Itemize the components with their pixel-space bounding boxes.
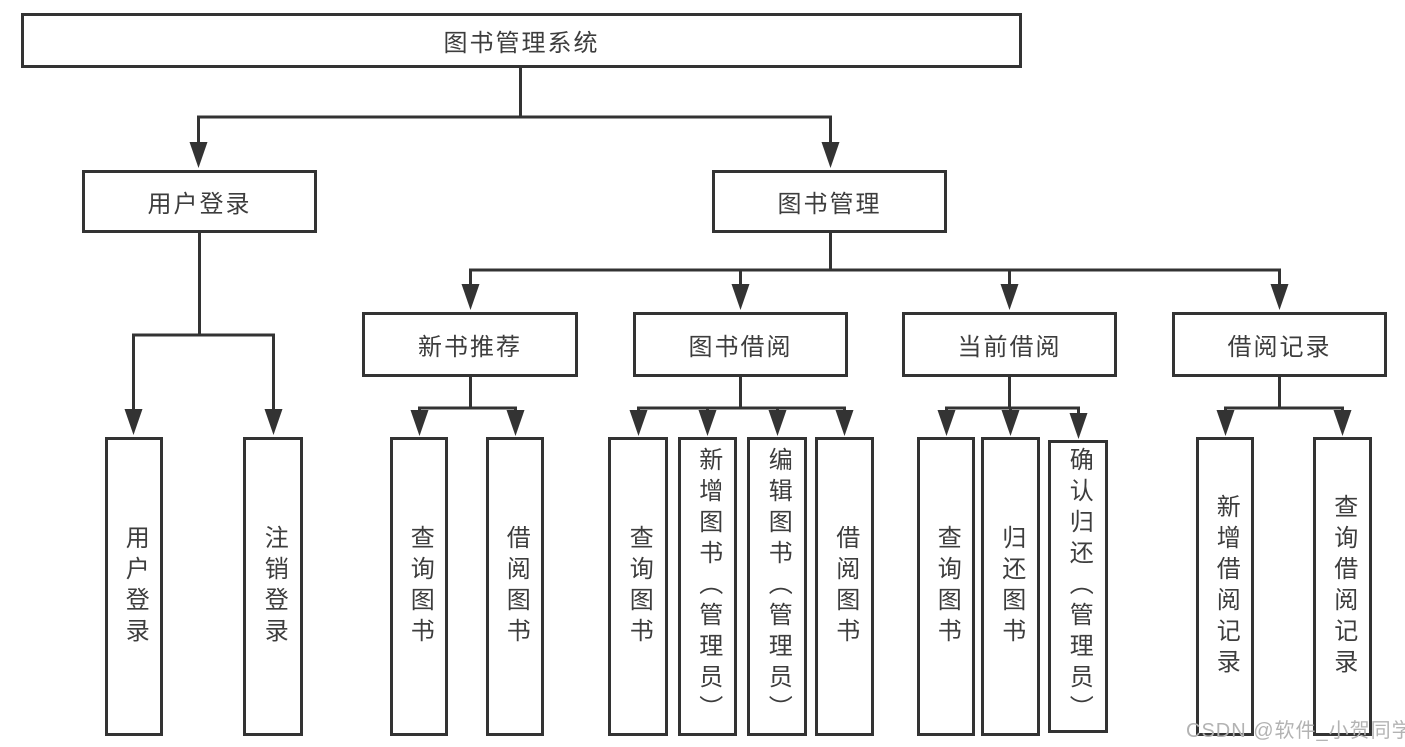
node-label: 新书推荐 bbox=[418, 334, 522, 361]
csdn-watermark: CSDN @软件_小贺同学 bbox=[1186, 720, 1405, 742]
node-label: 借阅图书 bbox=[502, 524, 530, 649]
node-current-borrowing: 当前借阅 bbox=[902, 312, 1117, 377]
leaf-query-books-recommend: 查询图书 bbox=[390, 437, 448, 736]
node-borrowing-records: 借阅记录 bbox=[1172, 312, 1387, 377]
node-label: 图书管理系统 bbox=[443, 30, 600, 57]
node-label: 编辑图书（管理员） bbox=[764, 447, 792, 726]
leaf-edit-book-admin: 编辑图书（管理员） bbox=[747, 437, 807, 736]
leaf-borrow-books: 借阅图书 bbox=[815, 437, 874, 736]
node-label: 新增借阅记录 bbox=[1212, 493, 1240, 680]
node-label: 图书借阅 bbox=[688, 334, 793, 361]
leaf-confirm-return-admin: 确认归还（管理员） bbox=[1048, 440, 1108, 733]
node-book-borrowing: 图书借阅 bbox=[633, 312, 848, 377]
leaf-logout: 注销登录 bbox=[243, 437, 303, 736]
node-label: 借阅记录 bbox=[1227, 334, 1332, 361]
leaf-query-books-current: 查询图书 bbox=[917, 437, 975, 736]
node-label: 用户登录 bbox=[147, 191, 252, 218]
node-user-login: 用户登录 bbox=[82, 170, 317, 233]
node-label: 查询图书 bbox=[406, 524, 434, 649]
node-new-book-recommend: 新书推荐 bbox=[362, 312, 578, 377]
node-label: 图书管理 bbox=[777, 191, 882, 218]
node-label: 借阅图书 bbox=[831, 524, 859, 649]
node-label: 归还图书 bbox=[997, 524, 1025, 649]
leaf-return-books: 归还图书 bbox=[981, 437, 1040, 736]
node-book-management: 图书管理 bbox=[712, 170, 947, 233]
leaf-user-login: 用户登录 bbox=[105, 437, 163, 736]
node-label: 查询图书 bbox=[933, 524, 961, 649]
node-label: 新增图书（管理员） bbox=[694, 447, 722, 726]
node-library-management-system: 图书管理系统 bbox=[21, 13, 1022, 68]
leaf-query-borrow-record: 查询借阅记录 bbox=[1313, 437, 1372, 736]
node-label: 确认归还（管理员） bbox=[1065, 447, 1093, 726]
node-label: 查询图书 bbox=[625, 524, 653, 649]
leaf-borrow-books-recommend: 借阅图书 bbox=[486, 437, 544, 736]
node-label: 用户登录 bbox=[121, 524, 149, 649]
node-label: 当前借阅 bbox=[957, 334, 1062, 361]
leaf-query-books-borrow: 查询图书 bbox=[608, 437, 668, 736]
node-label: 注销登录 bbox=[260, 524, 288, 649]
leaf-add-borrow-record: 新增借阅记录 bbox=[1196, 437, 1254, 736]
node-label: 查询借阅记录 bbox=[1329, 493, 1357, 680]
leaf-add-book-admin: 新增图书（管理员） bbox=[678, 437, 737, 736]
